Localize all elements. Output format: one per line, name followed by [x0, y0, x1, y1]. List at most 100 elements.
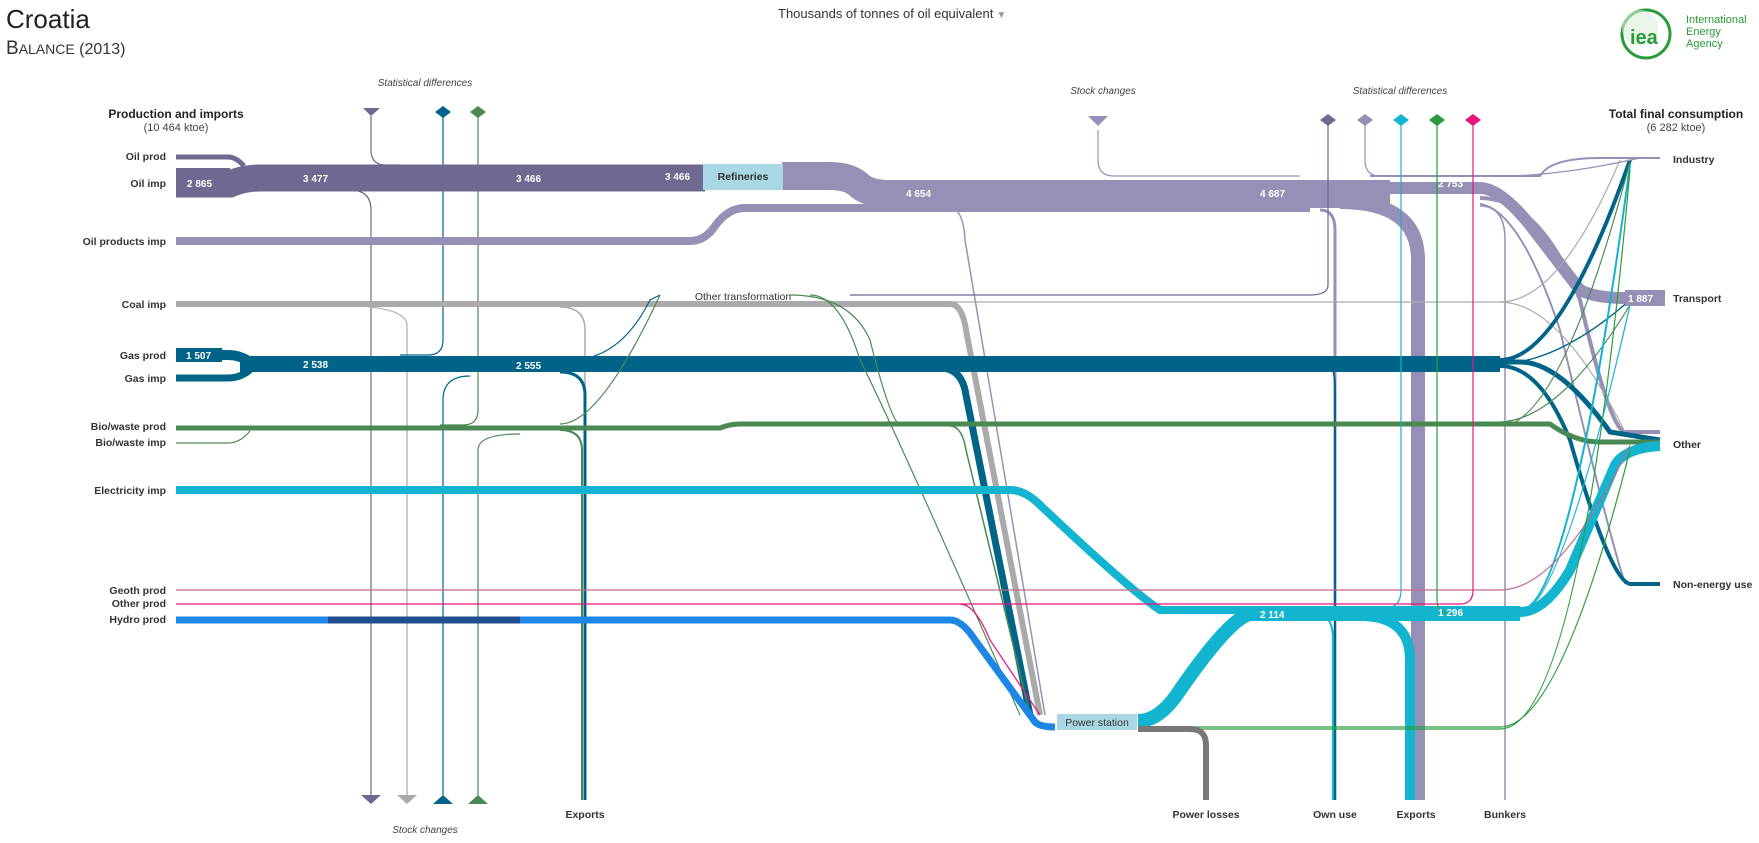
flow-gas-stat[interactable] [400, 116, 444, 356]
flow-oil-stock-change[interactable] [370, 116, 400, 166]
flow-bio-stat[interactable] [440, 116, 479, 426]
flow-oil-statdiff-right[interactable] [1364, 122, 1381, 177]
country-title: Croatia [6, 4, 90, 34]
left-label-gas-prod[interactable]: Gas prod [120, 350, 166, 362]
flow-power-green-right2[interactable] [1138, 169, 1631, 730]
statdiff-right-electricity-marker-icon[interactable] [1393, 114, 1409, 126]
flow-oil-products-industry-2[interactable] [1499, 157, 1641, 177]
flow-coal-to-stock[interactable] [329, 304, 408, 795]
oil-imp-node[interactable] [176, 170, 226, 192]
flow-bio-to-power[interactable] [949, 425, 1031, 716]
stock-coal-marker-icon[interactable] [397, 795, 417, 804]
flow-oil-products-nonenergy[interactable] [1479, 203, 1660, 584]
flow-bio-to-exports[interactable] [559, 429, 583, 800]
left-label-oil-prod[interactable]: Oil prod [126, 151, 166, 163]
statdiff-bio-marker-icon[interactable] [470, 106, 486, 118]
bunkers-label: Bunkers [1484, 809, 1526, 821]
flow-gas-ownuse[interactable] [1329, 367, 1336, 800]
flow-hydro[interactable] [176, 616, 1056, 731]
right-label-nonenergy[interactable]: Non-energy use [1673, 579, 1753, 591]
flow-electricity-ownuse[interactable] [1319, 615, 1334, 800]
flow-electricity-imp[interactable] [176, 486, 1520, 614]
flow-gas-imp[interactable] [176, 367, 253, 382]
flow-oil-stockchange-right[interactable] [1097, 130, 1300, 177]
refineries-label[interactable]: Refineries [718, 171, 769, 183]
flow-statdiff-green[interactable] [1436, 122, 1453, 615]
flow-bio-prod[interactable] [176, 421, 1500, 431]
left-label-bio-waste-imp[interactable]: Bio/waste imp [95, 437, 166, 449]
left-label-geoth-prod[interactable]: Geoth prod [109, 585, 166, 597]
statdiff-right-green-marker-icon[interactable] [1429, 114, 1445, 126]
flow-oil-products-ownuse[interactable] [1319, 208, 1337, 800]
flow-gas-stock[interactable] [442, 375, 471, 795]
unit-selector[interactable]: Thousands of tonnes of oil equivalent▼ [778, 6, 1006, 21]
flow-oil-products-other[interactable] [1479, 196, 1660, 434]
flow-power-losses[interactable] [1138, 726, 1209, 800]
other-transformation-label[interactable]: Other transformation [695, 291, 791, 303]
flow-oil-statdiff-right2[interactable] [850, 122, 1329, 296]
flow-bio-imp[interactable] [176, 430, 251, 444]
flow-oil-products-bunkers[interactable] [1479, 205, 1506, 800]
stockchange-right-marker-icon[interactable] [1088, 116, 1108, 126]
flow-gas-nonenergy[interactable] [1499, 364, 1660, 586]
power-station-node[interactable] [1057, 714, 1137, 730]
flow-gas-to-power[interactable] [939, 364, 1034, 716]
flow-other-prod-right[interactable] [960, 122, 1474, 605]
flow-gas-to-exports[interactable] [559, 370, 587, 800]
statdiff-gas-marker-icon[interactable] [435, 106, 451, 118]
left-label-oil-products-imp[interactable]: Oil products imp [83, 236, 166, 248]
flow-oil-to-power[interactable] [949, 207, 1046, 716]
flow-gas-industry[interactable] [1499, 159, 1632, 362]
left-label-gas-imp[interactable]: Gas imp [125, 373, 166, 385]
statdiff-right-oil-marker-icon[interactable] [1320, 114, 1336, 126]
stock-oil-marker-icon[interactable] [361, 795, 381, 804]
flow-oil-main[interactable] [176, 164, 705, 198]
left-label-bio-waste-prod[interactable]: Bio/waste prod [91, 421, 166, 433]
flow-oil-products-imp[interactable] [176, 204, 1310, 245]
flow-coal-to-other[interactable] [1499, 301, 1626, 433]
flow-coal-to-exports[interactable] [559, 306, 586, 800]
left-label-electricity-imp[interactable]: Electricity imp [94, 485, 166, 497]
power-station-label[interactable]: Power station [1065, 717, 1129, 729]
flow-coal-imp[interactable] [176, 301, 1043, 716]
statdiff-oil-marker-icon[interactable] [363, 108, 380, 116]
left-label-hydro-prod[interactable]: Hydro prod [109, 614, 166, 626]
stat-diff-left-label: Statistical differences [378, 78, 473, 89]
right-label-other[interactable]: Other [1673, 439, 1701, 451]
flow-electricity-industry[interactable] [1519, 164, 1631, 611]
right-label-industry[interactable]: Industry [1673, 154, 1715, 166]
left-label-coal-imp[interactable]: Coal imp [122, 299, 166, 311]
flow-coal-to-final[interactable] [850, 159, 1621, 303]
statdiff-right-oilproducts-marker-icon[interactable] [1357, 114, 1373, 126]
flow-electricity-other[interactable] [1500, 441, 1661, 617]
flow-oil-prod[interactable] [176, 154, 246, 168]
refineries-node[interactable] [703, 164, 783, 190]
flow-power-to-electricity[interactable] [1137, 607, 1520, 728]
flow-electricity-to-exports[interactable] [1359, 611, 1415, 800]
value-transport: 1 887 [1628, 294, 1653, 305]
flow-bio-to-other-transformation[interactable] [559, 294, 661, 425]
right-label-transport[interactable]: Transport [1673, 293, 1722, 305]
flow-other-transformation-power[interactable] [809, 294, 1021, 716]
flow-geoth[interactable] [176, 444, 1631, 591]
flow-oil-products-industry[interactable] [1370, 157, 1660, 177]
stock-gas-marker-icon[interactable] [433, 795, 453, 804]
flow-bio-industry[interactable] [1499, 161, 1631, 427]
left-label-oil-imp[interactable]: Oil imp [130, 178, 166, 190]
logo-leaf-icon [1622, 10, 1658, 46]
flow-other-transformation-out[interactable] [789, 294, 901, 426]
gas-prod-node[interactable] [176, 348, 222, 362]
flow-oil-products-main-right[interactable] [1390, 182, 1626, 304]
left-label-other-prod[interactable]: Other prod [112, 598, 166, 610]
flow-power-green-right[interactable] [1138, 449, 1631, 728]
transport-node[interactable] [1625, 290, 1665, 306]
flow-gas-other[interactable] [1500, 359, 1661, 443]
stock-bio-marker-icon[interactable] [468, 795, 488, 804]
flow-bio-to-other[interactable] [1500, 421, 1660, 445]
flow-gas-to-other-transformation[interactable] [569, 294, 661, 361]
statdiff-right-other-marker-icon[interactable] [1465, 114, 1481, 126]
iea-logo[interactable]: iea [1616, 6, 1756, 64]
left-column-title: Production and imports [108, 107, 244, 121]
flow-bio-stock[interactable] [477, 433, 521, 795]
flow-refinery-out[interactable] [782, 162, 1390, 208]
